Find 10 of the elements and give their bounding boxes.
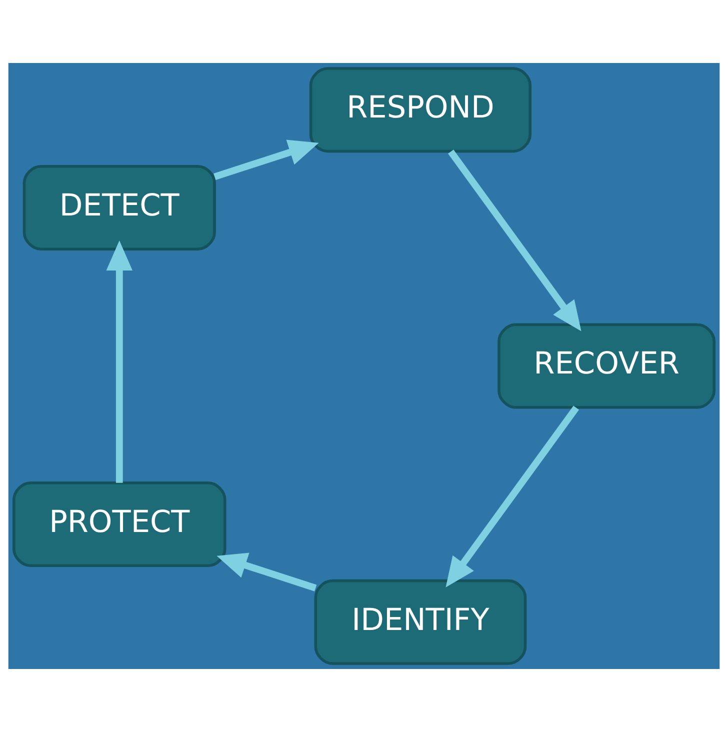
arrow: [214, 139, 319, 180]
node-box: RESPOND: [309, 66, 532, 152]
node-box: IDENTIFY: [314, 578, 527, 664]
node-box: DETECT: [22, 164, 216, 250]
node-box: PROTECT: [12, 481, 226, 567]
arrow: [106, 240, 132, 482]
arrow: [446, 405, 580, 587]
node-box: RECOVER: [498, 322, 716, 408]
arrow: [216, 552, 317, 591]
arrow: [448, 149, 582, 331]
